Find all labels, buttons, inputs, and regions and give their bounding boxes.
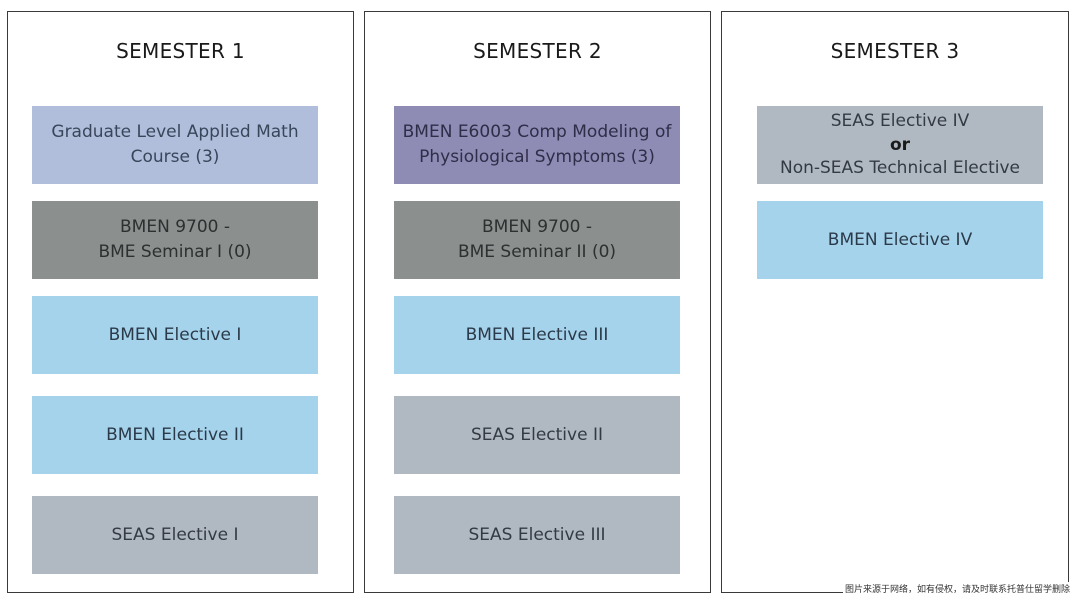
course-bmen-elective-3: BMEN Elective III xyxy=(394,296,680,374)
course-seas-elective-1: SEAS Elective I xyxy=(32,496,318,574)
course-bmen-elective-4: BMEN Elective IV xyxy=(757,201,1043,279)
course-seas-elective-2: SEAS Elective II xyxy=(394,396,680,474)
course-applied-math: Graduate Level Applied Math Course (3) xyxy=(32,106,318,184)
watermark-text: 图片来源于网络，如有侵权，请及时联系托普仕留学删除 xyxy=(842,582,1072,595)
course-line: BMEN Elective III xyxy=(465,324,609,345)
semester-3-column: SEMESTER 3 SEAS Elective IV or Non-SEAS … xyxy=(721,11,1069,593)
course-line: Graduate Level Applied Math xyxy=(51,122,299,142)
course-seas-elective-3: SEAS Elective III xyxy=(394,496,680,574)
course-line: BME Seminar I (0) xyxy=(98,242,252,262)
course-line: BMEN Elective II xyxy=(106,424,244,445)
semester-2-column: SEMESTER 2 BMEN E6003 Comp Modeling of P… xyxy=(364,11,711,593)
course-line: SEAS Elective IV xyxy=(830,111,970,131)
course-seas-elective-4-or-technical: SEAS Elective IV or Non-SEAS Technical E… xyxy=(757,106,1043,184)
course-comp-modeling: BMEN E6003 Comp Modeling of Physiologica… xyxy=(394,106,680,184)
semester-2-title: SEMESTER 2 xyxy=(473,39,602,63)
course-line: Physiological Symptoms (3) xyxy=(419,147,655,167)
course-bmen-elective-2: BMEN Elective II xyxy=(32,396,318,474)
course-line: BMEN 9700 - xyxy=(482,217,592,237)
semester-1-column: SEMESTER 1 Graduate Level Applied Math C… xyxy=(7,11,354,593)
course-seminar-1: BMEN 9700 - BME Seminar I (0) xyxy=(32,201,318,279)
course-line: BMEN Elective IV xyxy=(827,229,973,250)
course-line: SEAS Elective III xyxy=(468,524,606,545)
course-or-label: or xyxy=(889,135,911,155)
course-seminar-2: BMEN 9700 - BME Seminar II (0) xyxy=(394,201,680,279)
course-line: Non-SEAS Technical Elective xyxy=(779,158,1021,178)
course-line: BMEN 9700 - xyxy=(120,217,230,237)
course-line: SEAS Elective I xyxy=(111,524,239,545)
semester-3-title: SEMESTER 3 xyxy=(830,39,960,63)
semester-1-title: SEMESTER 1 xyxy=(116,39,245,63)
course-line: BMEN E6003 Comp Modeling of xyxy=(402,122,672,142)
course-line: BMEN Elective I xyxy=(108,324,242,345)
course-line: SEAS Elective II xyxy=(471,424,603,445)
course-line: BME Seminar II (0) xyxy=(457,242,617,262)
course-bmen-elective-1: BMEN Elective I xyxy=(32,296,318,374)
course-line: Course (3) xyxy=(130,147,220,167)
